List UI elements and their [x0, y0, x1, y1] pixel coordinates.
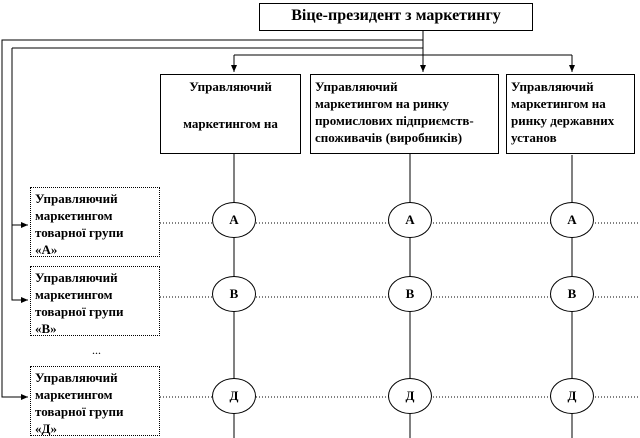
group-manager-box-b: Управляючий маркетингом товарної групи «… — [30, 266, 160, 336]
node-b-col1: В — [212, 276, 256, 312]
group-d-line-4: «Д» — [35, 421, 57, 436]
manager-box-2: Управляючий маркетингом на ринку промисл… — [310, 74, 499, 154]
group-b-line-3: товарної групи — [35, 304, 124, 319]
node-b-col3: В — [550, 276, 594, 312]
node-a-col3: А — [550, 202, 594, 238]
vp-left-bracket-inner — [11, 48, 28, 303]
manager-2-line-4: споживачів (виробників) — [315, 130, 463, 145]
manager-3-line-3: ринку державних — [511, 113, 615, 128]
group-a-line-4: «А» — [35, 242, 58, 257]
vp-box: Віце-президент з маркетингу — [259, 3, 533, 31]
manager-3-line-1: Управляючий — [511, 79, 594, 94]
group-a-line-2: маркетингом — [35, 208, 113, 223]
node-d-col3: Д — [550, 378, 594, 414]
manager-box-3: Управляючий маркетингом на ринку державн… — [506, 74, 635, 154]
node-d-col2: Д — [388, 378, 432, 414]
group-manager-box-a: Управляючий маркетингом товарної групи «… — [30, 187, 160, 257]
node-b-col2: В — [388, 276, 432, 312]
manager-box-1: Управляючий маркетингом на — [160, 74, 301, 154]
node-a-col2: А — [388, 202, 432, 238]
group-d-line-3: товарної групи — [35, 404, 124, 419]
manager-3-line-4: установ — [511, 130, 557, 145]
manager-1-line-2: маркетингом на — [183, 116, 278, 131]
group-a-line-1: Управляючий — [35, 191, 118, 206]
group-d-line-1: Управляючий — [35, 370, 118, 385]
manager-1-line-1: Управляючий — [189, 79, 272, 94]
node-d-col1: Д — [212, 378, 256, 414]
group-b-line-2: маркетингом — [35, 287, 113, 302]
manager-2-line-3: промислових підприємств- — [315, 113, 474, 128]
node-a-col1: А — [212, 202, 256, 238]
ellipsis: ... — [92, 343, 101, 357]
group-b-line-4: «В» — [35, 321, 57, 336]
group-b-line-1: Управляючий — [35, 270, 118, 285]
vp-left-bracket — [1, 39, 423, 400]
manager-2-line-2: маркетингом на ринку — [315, 96, 449, 111]
group-d-line-2: маркетингом — [35, 387, 113, 402]
manager-3-line-2: маркетингом на — [511, 96, 606, 111]
group-manager-box-d: Управляючий маркетингом товарної групи «… — [30, 366, 160, 436]
group-a-line-3: товарної групи — [35, 225, 124, 240]
vp-title: Віце-президент з маркетингу — [291, 7, 501, 24]
manager-2-line-1: Управляючий — [315, 79, 398, 94]
